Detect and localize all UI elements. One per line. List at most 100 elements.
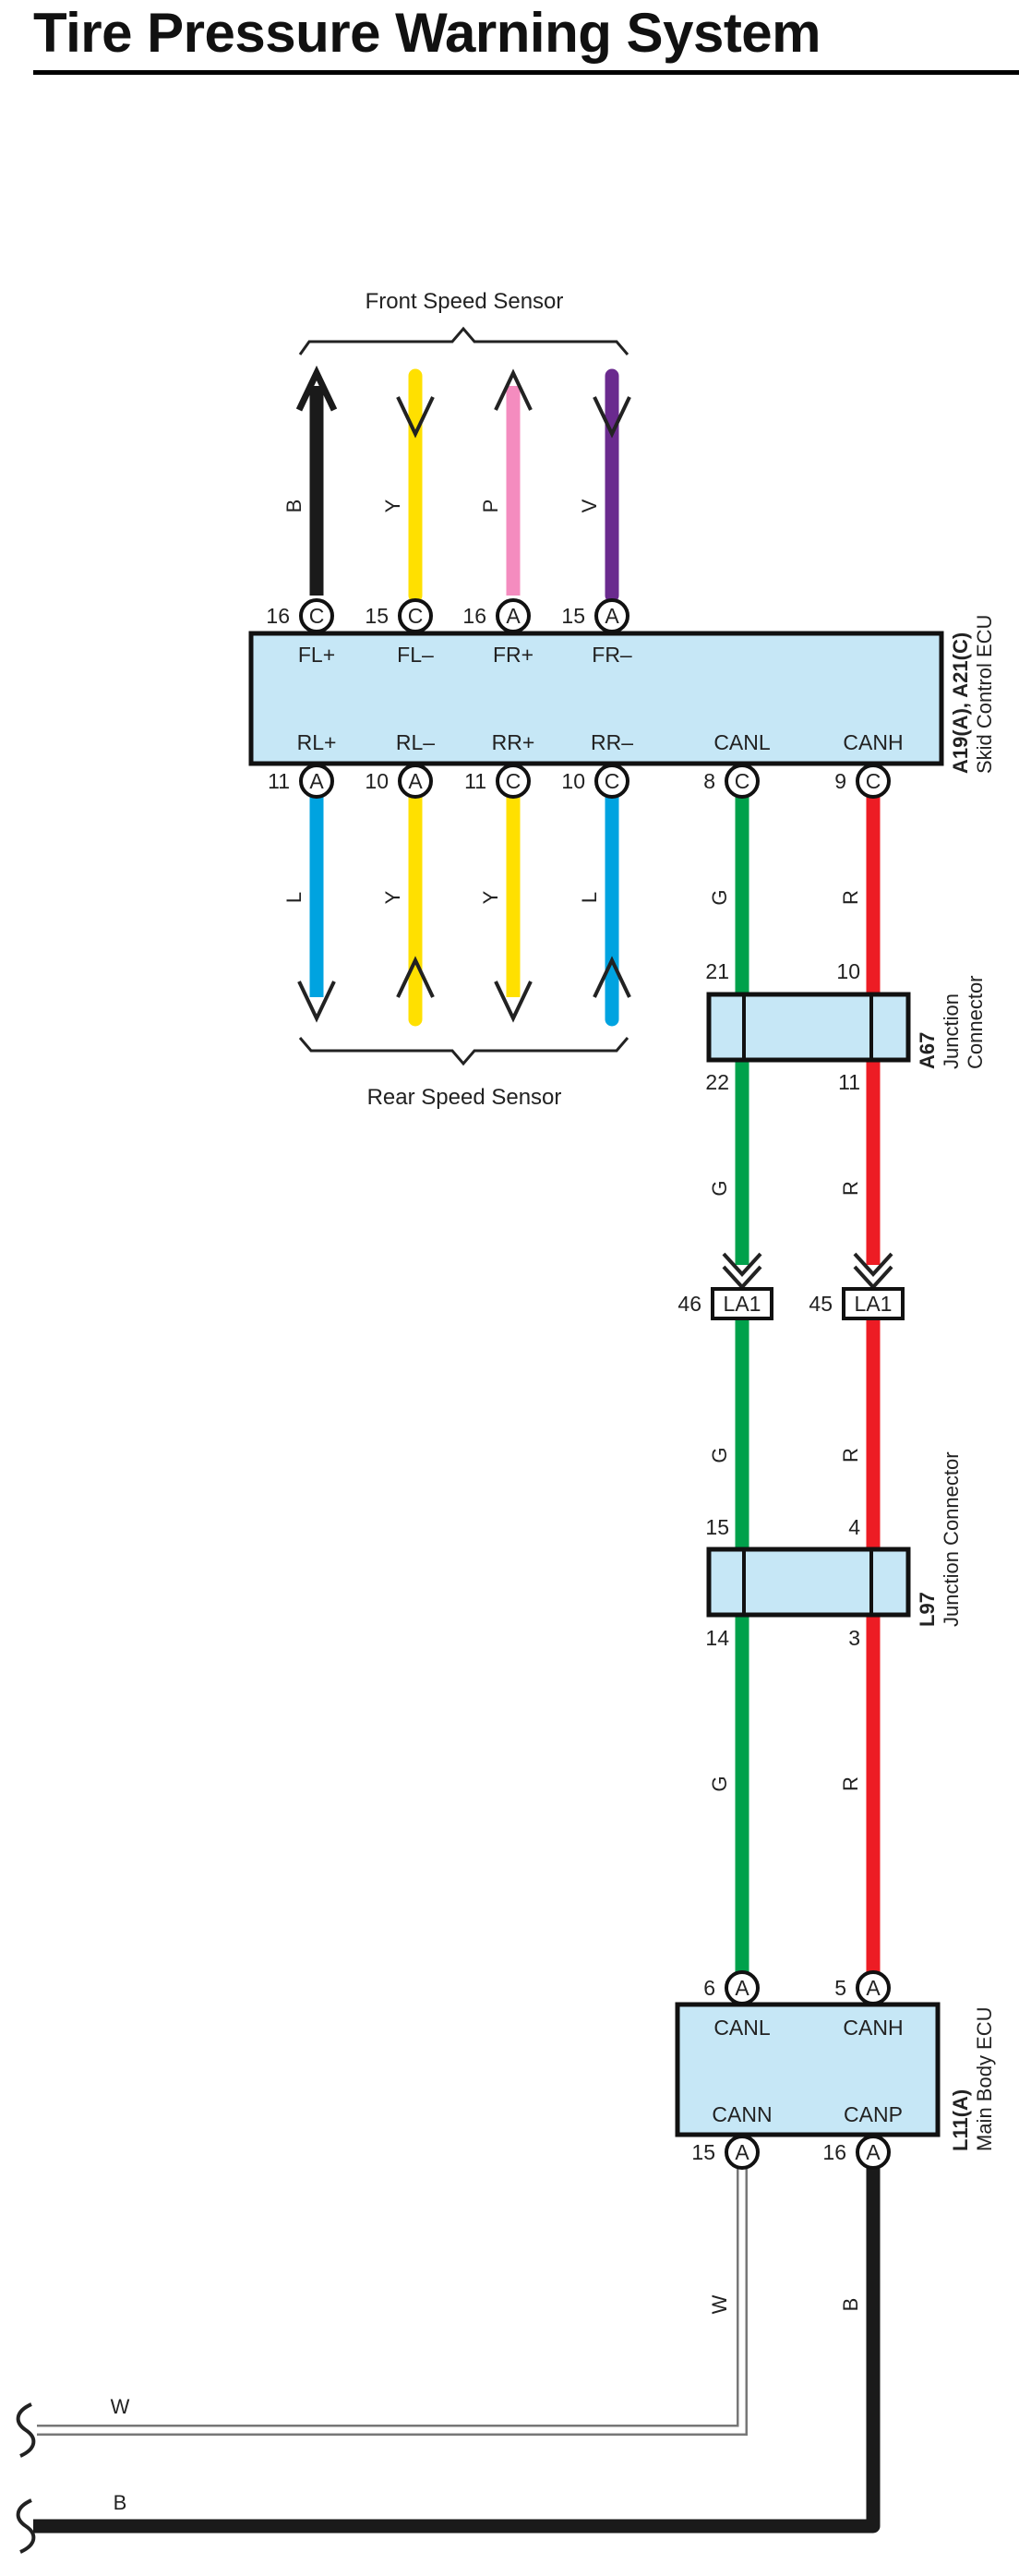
- pin-conn: C: [309, 604, 325, 628]
- skid-ecu-pin-10c-bottom: [594, 764, 629, 799]
- wire-code-can-h-2: R: [839, 1181, 862, 1196]
- l97-pin-top-right: 4: [848, 1515, 860, 1539]
- pin-number: 5: [834, 1976, 846, 2000]
- a67-pin-bottom-left: 22: [705, 1070, 729, 1094]
- wire-code-rr-minus: L: [578, 892, 601, 903]
- a67-pin-bottom-right: 11: [838, 1070, 860, 1094]
- wire-code-canp-horizontal: B: [114, 2491, 127, 2514]
- pin-conn: A: [866, 1976, 881, 2000]
- pin-number: 15: [365, 604, 389, 628]
- rear-sensor-bracket: [298, 1037, 629, 1066]
- rear-sensor-label: Rear Speed Sensor: [367, 1085, 562, 1110]
- wire-break-mark-lower: [16, 2498, 36, 2554]
- pin-conn: C: [506, 769, 521, 793]
- body-ecu-pin-5a: [856, 1970, 891, 2005]
- a67-pin-top-right: 10: [836, 959, 860, 983]
- la1-pin-right: 45: [809, 1292, 833, 1316]
- wire-code-can-h-4: R: [839, 1776, 862, 1791]
- a67-name-line2: Connector: [964, 975, 987, 1069]
- wire-code-cann-horizontal: W: [111, 2395, 130, 2418]
- connector-la1-right[interactable]: [842, 1287, 905, 1320]
- pin-conn: C: [408, 604, 424, 628]
- skid-control-ecu[interactable]: [248, 631, 944, 766]
- skid-ecu-pin-15c-top: [398, 598, 433, 633]
- l97-pin-top-left: 15: [705, 1515, 729, 1539]
- wire-code-rr-plus: Y: [479, 890, 502, 904]
- wire-rl-minus[interactable]: [396, 777, 435, 1027]
- pin-conn: A: [506, 604, 521, 628]
- body-ecu-term-canp: CANP: [844, 2102, 903, 2126]
- skid-ecu-pin-8c-bottom: [725, 764, 760, 799]
- wire-rr-plus[interactable]: [494, 785, 533, 1023]
- skid-ecu-pin-11a-bottom: [299, 764, 334, 799]
- pin-number: 6: [703, 1976, 715, 2000]
- l97-code: L97: [916, 1592, 939, 1627]
- junction-connector-l97[interactable]: [706, 1547, 911, 1618]
- skid-ecu-term-fr-plus: FR+: [493, 643, 533, 667]
- wire-fr-minus[interactable]: [593, 368, 631, 603]
- main-body-ecu[interactable]: [675, 2002, 941, 2137]
- wire-rl-plus[interactable]: [297, 785, 336, 1023]
- front-sensor-label: Front Speed Sensor: [366, 289, 564, 314]
- skid-ecu-pin-9c-bottom: [856, 764, 891, 799]
- skid-ecu-pin-16a-top: [496, 598, 531, 633]
- wire-canp-black[interactable]: [33, 2151, 881, 2534]
- wire-code-can-l-3: G: [708, 1447, 731, 1463]
- body-ecu-term-canl: CANL: [713, 2016, 771, 2040]
- body-ecu-pin-6a: [725, 1970, 760, 2005]
- pin-number: 15: [691, 2140, 715, 2164]
- pin-conn: A: [735, 1976, 749, 2000]
- skid-ecu-term-rl-minus: RL–: [396, 730, 435, 754]
- wire-rr-minus[interactable]: [593, 777, 631, 1027]
- wire-code-fr-minus: V: [578, 499, 601, 512]
- l97-pin-bottom-right: 3: [848, 1626, 860, 1650]
- la1-label-left: LA1: [724, 1292, 761, 1316]
- wire-fl-minus[interactable]: [396, 368, 435, 603]
- connector-la1-left[interactable]: [711, 1287, 773, 1320]
- wire-can-l[interactable]: [722, 785, 762, 1980]
- a67-pin-top-left: 21: [705, 959, 729, 983]
- pin-conn: A: [866, 2140, 881, 2164]
- skid-ecu-term-rr-plus: RR+: [492, 730, 535, 754]
- front-sensor-bracket: [298, 326, 629, 355]
- title-underline: [33, 70, 1019, 75]
- skid-ecu-pin-11c-bottom: [496, 764, 531, 799]
- pin-number: 9: [834, 769, 846, 793]
- l97-pin-bottom-left: 14: [705, 1626, 729, 1650]
- pin-conn: A: [408, 769, 423, 793]
- page-title: Tire Pressure Warning System: [33, 2, 821, 64]
- wire-code-can-l-2: G: [708, 1180, 731, 1196]
- skid-ecu-term-fl-minus: FL–: [397, 643, 434, 667]
- skid-ecu-pin-15a-top: [594, 598, 629, 633]
- body-ecu-term-canh: CANH: [843, 2016, 903, 2040]
- pin-number: 11: [268, 769, 290, 793]
- la1-label-right: LA1: [855, 1292, 893, 1316]
- pin-conn: A: [309, 769, 324, 793]
- body-ecu-code: L11(A): [949, 2089, 972, 2151]
- a67-name-line1: Junction: [940, 993, 963, 1069]
- pin-number: 15: [561, 604, 585, 628]
- wire-code-can-l-1: G: [708, 889, 731, 905]
- skid-ecu-pin-10a-bottom: [398, 764, 433, 799]
- skid-ecu-pin-16c-top: [299, 598, 334, 633]
- wire-code-can-h-1: R: [839, 890, 862, 905]
- skid-ecu-term-rr-minus: RR–: [591, 730, 633, 754]
- wire-code-can-l-4: G: [708, 1776, 731, 1791]
- pin-conn: A: [605, 604, 619, 628]
- pin-conn: C: [605, 769, 620, 793]
- body-ecu-name: Main Body ECU: [973, 2006, 996, 2151]
- wire-fl-plus[interactable]: [295, 365, 338, 596]
- body-ecu-term-cann: CANN: [712, 2102, 772, 2126]
- skid-ecu-term-fl-plus: FL+: [298, 643, 335, 667]
- wire-code-rl-plus: L: [282, 892, 306, 903]
- wire-cann-white[interactable]: [37, 2151, 748, 2436]
- wire-can-h[interactable]: [853, 785, 893, 1980]
- wire-break-mark-upper: [16, 2402, 36, 2458]
- wire-fr-plus[interactable]: [494, 368, 533, 596]
- wire-code-can-h-3: R: [839, 1448, 862, 1463]
- wire-code-fl-plus: B: [282, 500, 306, 513]
- junction-connector-a67[interactable]: [706, 992, 911, 1063]
- skid-ecu-term-canh: CANH: [843, 730, 903, 754]
- wire-code-rl-minus: Y: [381, 890, 404, 904]
